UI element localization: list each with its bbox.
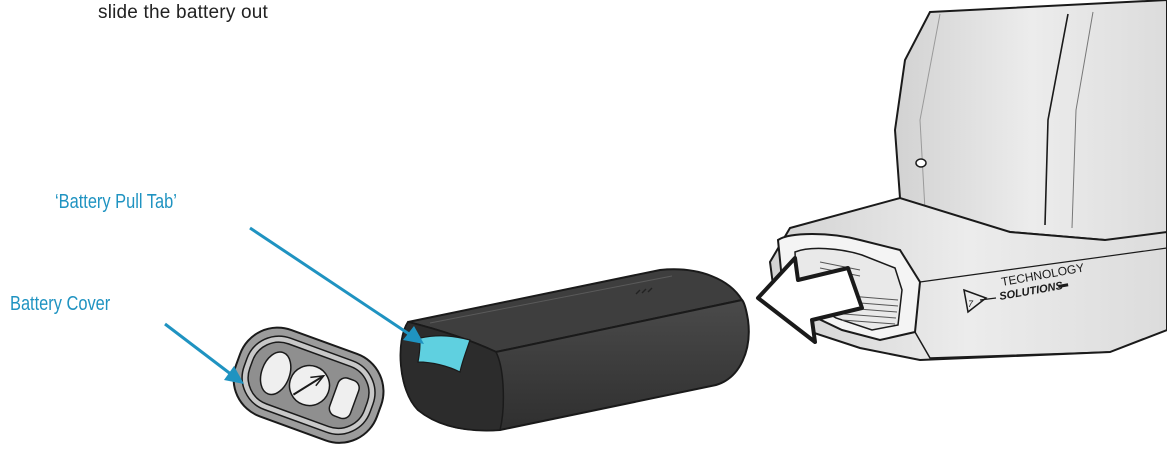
svg-text:7: 7 [968, 299, 974, 309]
battery-pull-tab-label: ‘Battery Pull Tab’ [55, 191, 177, 213]
battery-pull-tab [417, 335, 471, 373]
handheld-device: 7 [768, 0, 1167, 362]
screw-hole [915, 158, 927, 168]
cover-callout-arrow [164, 322, 244, 384]
battery-cover-label: Battery Cover [10, 293, 111, 315]
technology-solutions-logo: 7 [963, 288, 997, 314]
brand-dash [1057, 283, 1069, 288]
insert-direction-arrow-icon [756, 256, 864, 344]
battery-cover [232, 326, 385, 444]
pull-tab-callout-arrow [249, 226, 424, 344]
instruction-text: slide the battery out [98, 2, 269, 23]
